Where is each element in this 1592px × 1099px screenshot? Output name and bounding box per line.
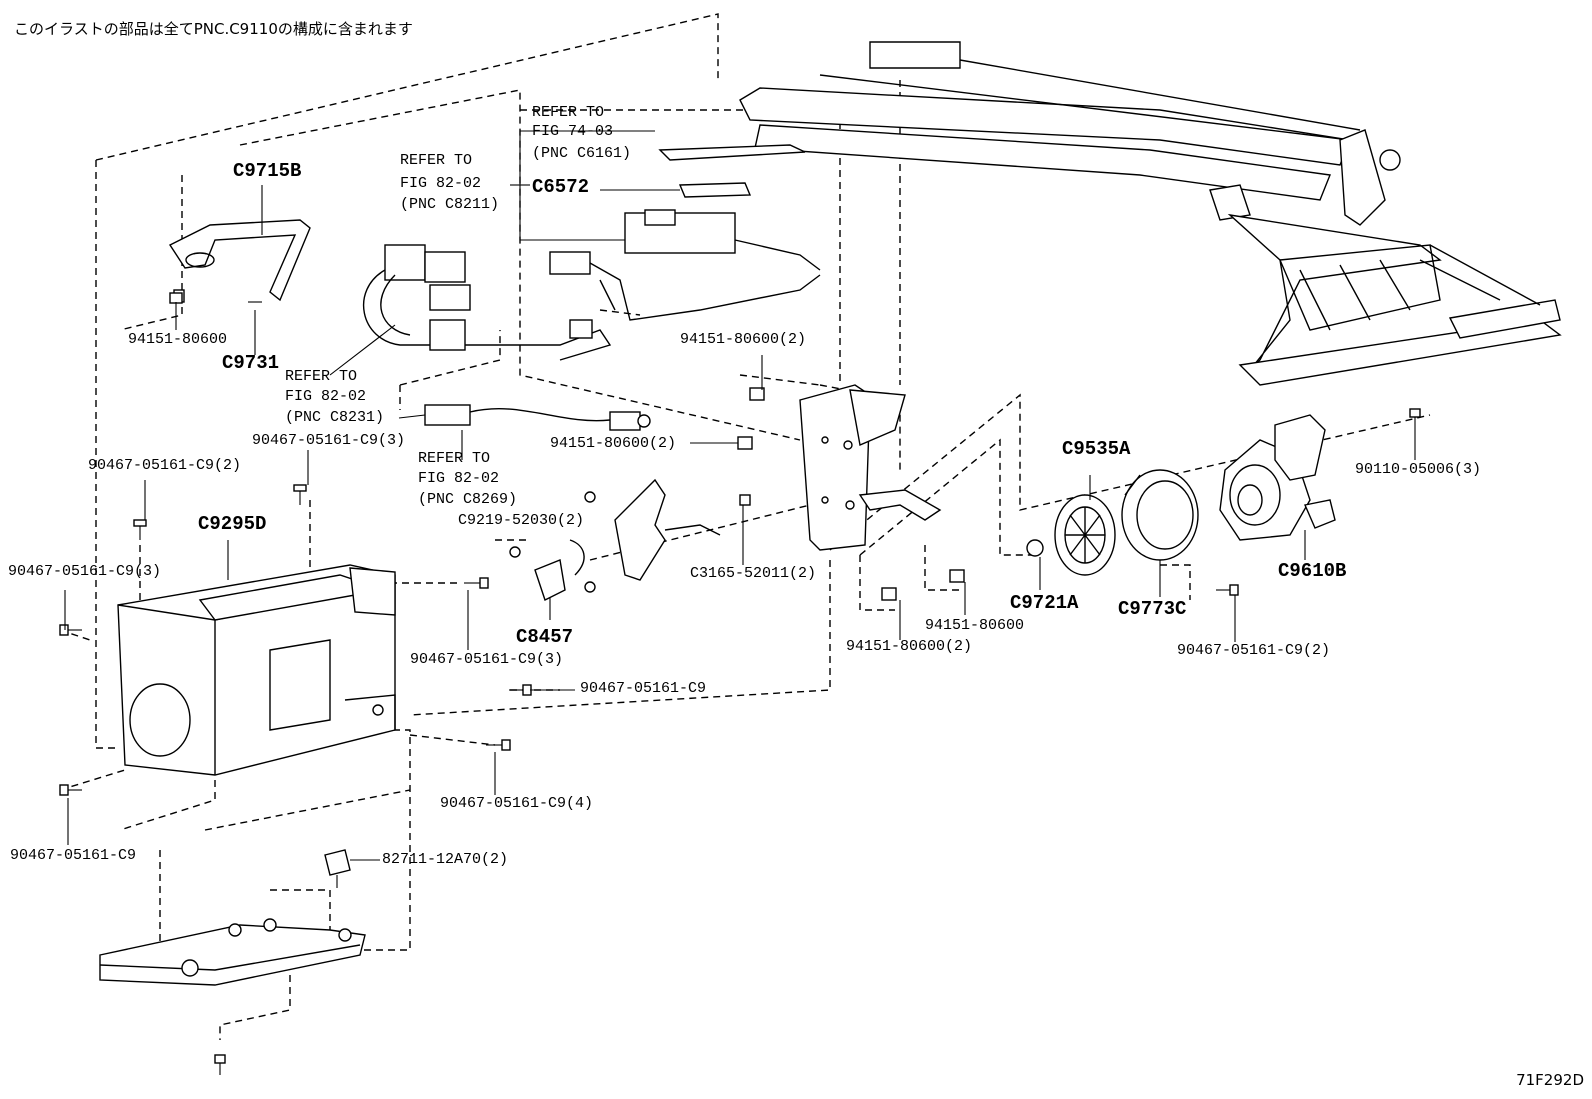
label-c9219: C9219-52030(2)	[458, 512, 585, 529]
label-c9721a: C9721A	[1010, 592, 1079, 614]
label-refer-74-03-c: (PNC C6161)	[532, 145, 632, 162]
label-82711: 82711-12A70(2)	[382, 851, 509, 868]
label-90467-c9-2-left: 90467-05161-C9(2)	[88, 457, 242, 474]
label-refer-8269-3: (PNC C8269)	[418, 491, 518, 508]
label-90467-c9-3-left: 90467-05161-C9(3)	[8, 563, 162, 580]
nuts	[169, 292, 965, 601]
bottom-bracket	[99, 849, 366, 986]
label-refer-8231-1: REFER TO	[285, 368, 358, 385]
label-c9773c: C9773C	[1118, 598, 1187, 620]
wire-harness	[362, 144, 821, 361]
label-90467-c9-4: 90467-05161-C9(4)	[440, 795, 594, 812]
switch-c8457	[509, 478, 751, 601]
seat-bracket	[799, 384, 942, 551]
label-94151-80600-a: 94151-80600	[128, 331, 228, 348]
label-90467-c9-mid: 90467-05161-C9	[580, 680, 707, 697]
label-c3165: C3165-52011(2)	[690, 565, 817, 582]
label-refer-82-02-a2: FIG 82-02	[400, 175, 482, 192]
label-90467-c9-3-mid: 90467-05161-C9(3)	[410, 651, 564, 668]
label-c6572: C6572	[532, 176, 590, 198]
c9295d-bracket	[117, 564, 396, 776]
label-90110: 90110-05006(3)	[1355, 461, 1482, 478]
label-90467-c9-bottom: 90467-05161-C9	[10, 847, 137, 864]
label-refer-82-02-a1: REFER TO	[400, 152, 473, 169]
leader-lines	[64, 130, 1416, 861]
label-94151-80600-2-c: 94151-80600(2)	[846, 638, 973, 655]
label-c9715b: C9715B	[233, 160, 302, 182]
label-refer-8269-2: FIG 82-02	[418, 470, 500, 487]
label-94151-80600-b: 94151-80600	[925, 617, 1025, 634]
connector-c8231	[424, 404, 651, 431]
c9715b-part	[168, 219, 311, 303]
label-c9295d: C9295D	[198, 513, 267, 535]
label-refer-8269-1: REFER TO	[418, 450, 491, 467]
screws	[59, 408, 1421, 1075]
label-c9610b: C9610B	[1278, 560, 1347, 582]
label-94151-80600-2-a: 94151-80600(2)	[680, 331, 807, 348]
label-c9535a: C9535A	[1062, 438, 1131, 460]
label-90467-c9-3-top: 90467-05161-C9(3)	[252, 432, 406, 449]
label-refer-82-02-a3: (PNC C8211)	[400, 196, 500, 213]
label-refer-74-03-a: REFER TO	[532, 104, 605, 121]
label-c9731: C9731	[222, 352, 280, 374]
seat-frame	[739, 41, 1562, 386]
label-94151-80600-2-b: 94151-80600(2)	[550, 435, 677, 452]
header-note: このイラストの部品は全てPNC.C9110の構成に含まれます	[14, 20, 413, 38]
label-refer-74-03-b: FIG 74-03	[532, 123, 614, 140]
dashed-guide-lines	[59, 13, 1431, 1040]
label-refer-8231-2: FIG 82-02	[285, 388, 367, 405]
label-refer-8231-3: (PNC C8231)	[285, 409, 385, 426]
illustration-code: 71F292D	[1516, 1071, 1584, 1089]
label-c8457: C8457	[516, 626, 574, 648]
label-90467-c9-2-right: 90467-05161-C9(2)	[1177, 642, 1331, 659]
